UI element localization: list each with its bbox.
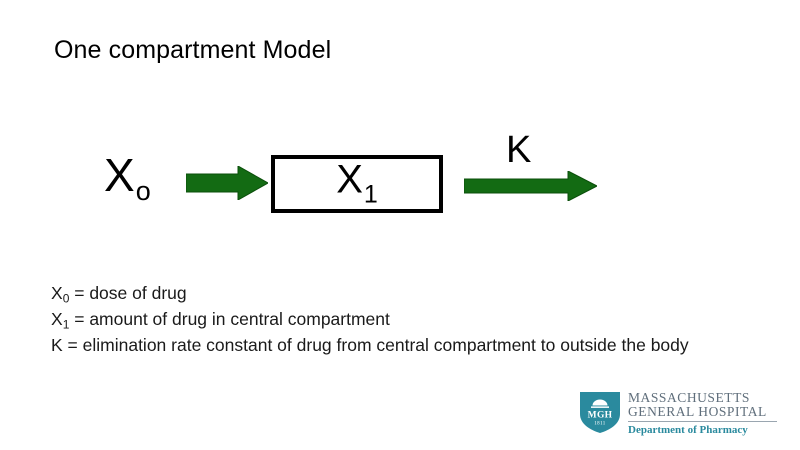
definition-text: = elimination rate constant of drug from… xyxy=(62,335,689,356)
compartment-subscript: 1 xyxy=(363,179,378,208)
definition-text: = amount of drug in central compartment xyxy=(69,309,390,330)
definition-line: K = elimination rate constant of drug fr… xyxy=(51,335,751,361)
mgh-logo: MGH 1811 MASSACHUSETTS GENERAL HOSPITAL … xyxy=(578,390,778,436)
elimination-rate-label: K xyxy=(506,129,532,171)
elimination-arrow xyxy=(464,171,597,201)
definition-subscript: 1 xyxy=(62,317,70,332)
page-title: One compartment Model xyxy=(54,36,332,64)
compartment-symbol: X xyxy=(336,157,363,202)
svg-text:MGH: MGH xyxy=(588,411,613,421)
mgh-logo-line-2: GENERAL HOSPITAL xyxy=(628,403,767,419)
mgh-logo-line-1: MASSACHUSETTS xyxy=(628,390,750,405)
mgh-logo-wordmark: MASSACHUSETTS GENERAL HOSPITAL Departmen… xyxy=(628,391,778,436)
definitions-list: X0 = dose of drug X1 = amount of drug in… xyxy=(51,283,751,361)
definition-symbol: K xyxy=(51,335,63,356)
dose-input-label: Xo xyxy=(104,152,151,205)
dose-input-subscript: o xyxy=(135,175,151,206)
mgh-logo-department: Department of Pharmacy xyxy=(628,423,748,436)
dose-input-symbol: X xyxy=(104,149,135,201)
definition-subscript: 0 xyxy=(62,291,70,306)
definition-text: = dose of drug xyxy=(69,283,187,303)
mgh-logo-divider xyxy=(628,420,777,422)
definition-line: X0 = dose of drug xyxy=(51,283,751,309)
dose-input-arrow xyxy=(186,166,268,200)
definition-symbol: X xyxy=(51,283,63,303)
definition-symbol: X xyxy=(51,309,63,330)
central-compartment-box: X1 xyxy=(271,155,443,213)
central-compartment-label: X1 xyxy=(275,159,439,207)
one-compartment-model-diagram: Xo X1 K xyxy=(104,129,597,213)
mgh-shield-icon: MGH 1811 xyxy=(580,392,620,433)
definition-line: X1 = amount of drug in central compartme… xyxy=(51,309,751,335)
svg-text:1811: 1811 xyxy=(594,422,606,427)
